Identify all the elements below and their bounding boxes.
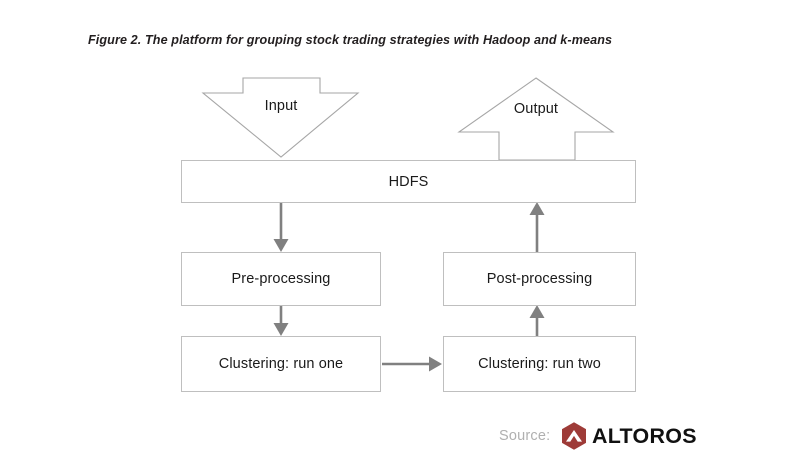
node-clustering-run-one[interactable]: Clustering: run one xyxy=(181,336,381,392)
node-pre-processing[interactable]: Pre-processing xyxy=(181,252,381,306)
altoros-logo: ALTOROS xyxy=(559,421,698,451)
figure-caption: Figure 2. The platform for grouping stoc… xyxy=(88,33,613,47)
arrow-clustering-two-to-postprocessing xyxy=(529,305,545,336)
output-arrow-label: Output xyxy=(513,101,559,117)
node-clustering-run-two[interactable]: Clustering: run two xyxy=(443,336,636,392)
altoros-hexagon-icon xyxy=(562,422,587,450)
input-block-arrow xyxy=(201,77,360,158)
source-label: Source: xyxy=(499,428,551,444)
node-post-processing[interactable]: Post-processing xyxy=(443,252,636,306)
node-hdfs[interactable]: HDFS xyxy=(181,160,636,203)
arrow-postprocessing-to-hdfs xyxy=(529,202,545,252)
arrow-clustering-one-to-two xyxy=(382,356,442,372)
arrow-hdfs-to-preprocessing xyxy=(273,202,289,252)
source-attribution: Source: ALTOROS xyxy=(499,421,698,451)
arrow-preprocessing-to-clustering-one xyxy=(273,306,289,336)
input-arrow-label: Input xyxy=(264,98,298,114)
altoros-wordmark: ALTOROS xyxy=(592,424,698,448)
output-block-arrow xyxy=(457,77,615,161)
